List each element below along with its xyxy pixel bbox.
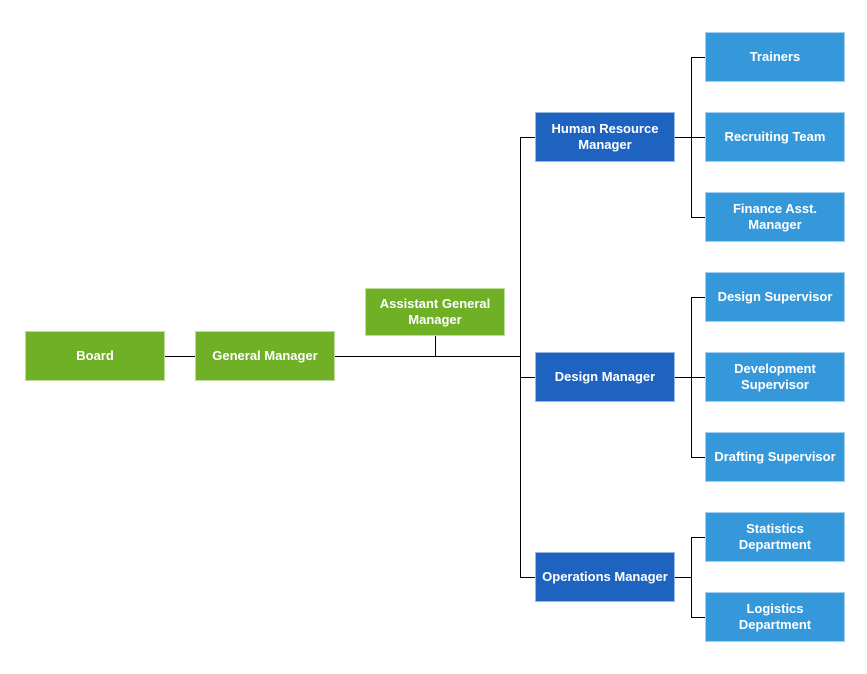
- node-drafting-supervisor-label: Drafting Supervisor: [714, 448, 836, 464]
- node-finance-asst-manager[interactable]: Finance Asst. Manager: [705, 192, 845, 242]
- connector-rail-to-logistics-department: [691, 617, 705, 618]
- node-design-manager[interactable]: Design Manager: [535, 352, 675, 402]
- connector-trunk-to-hr-manager: [520, 137, 535, 138]
- node-assistant-general-manager-label: Assistant General Manager: [379, 295, 491, 327]
- connector-rail-to-trainers: [691, 57, 705, 58]
- node-operations-manager-label: Operations Manager: [542, 568, 668, 584]
- node-trainers[interactable]: Trainers: [705, 32, 845, 82]
- connector-assistant-general-manager-drop: [435, 336, 436, 356]
- node-design-manager-label: Design Manager: [554, 368, 656, 384]
- node-board[interactable]: Board: [25, 331, 165, 381]
- node-operations-manager[interactable]: Operations Manager: [535, 552, 675, 602]
- node-trainers-label: Trainers: [749, 48, 801, 64]
- node-finance-asst-manager-label: Finance Asst. Manager: [732, 200, 818, 232]
- node-statistics-department[interactable]: Statistics Department: [705, 512, 845, 562]
- node-design-supervisor[interactable]: Design Supervisor: [705, 272, 845, 322]
- connector-board-to-general-manager: [165, 356, 195, 357]
- node-board-label: Board: [76, 347, 114, 363]
- node-recruiting-team-label: Recruiting Team: [724, 128, 826, 144]
- node-development-supervisor-label: Development Supervisor: [734, 360, 816, 392]
- node-drafting-supervisor[interactable]: Drafting Supervisor: [705, 432, 845, 482]
- node-human-resource-manager[interactable]: Human Resource Manager: [535, 112, 675, 162]
- node-design-supervisor-label: Design Supervisor: [717, 288, 833, 304]
- node-assistant-general-manager[interactable]: Assistant General Manager: [365, 288, 505, 336]
- connector-rail-to-development-supervisor: [691, 377, 705, 378]
- connector-general-manager-to-trunk: [335, 356, 520, 357]
- node-development-supervisor[interactable]: Development Supervisor: [705, 352, 845, 402]
- connector-operations-children-rail: [691, 537, 692, 617]
- connector-manager-trunk: [520, 137, 521, 577]
- node-statistics-department-label: Statistics Department: [738, 520, 812, 552]
- connector-rail-to-statistics-department: [691, 537, 705, 538]
- connector-rail-to-design-supervisor: [691, 297, 705, 298]
- connector-operations-manager-to-rail: [675, 577, 691, 578]
- node-human-resource-manager-label: Human Resource Manager: [551, 120, 659, 152]
- connector-hr-manager-to-rail: [675, 137, 691, 138]
- connector-design-manager-to-rail: [675, 377, 691, 378]
- node-general-manager-label: General Manager: [212, 347, 318, 363]
- connector-rail-to-finance-asst-manager: [691, 217, 705, 218]
- node-logistics-department[interactable]: Logistics Department: [705, 592, 845, 642]
- node-recruiting-team[interactable]: Recruiting Team: [705, 112, 845, 162]
- node-logistics-department-label: Logistics Department: [738, 600, 812, 632]
- node-general-manager[interactable]: General Manager: [195, 331, 335, 381]
- connector-trunk-to-design-manager: [520, 377, 535, 378]
- connector-rail-to-recruiting-team: [691, 137, 705, 138]
- connector-rail-to-drafting-supervisor: [691, 457, 705, 458]
- connector-trunk-to-operations-manager: [520, 577, 535, 578]
